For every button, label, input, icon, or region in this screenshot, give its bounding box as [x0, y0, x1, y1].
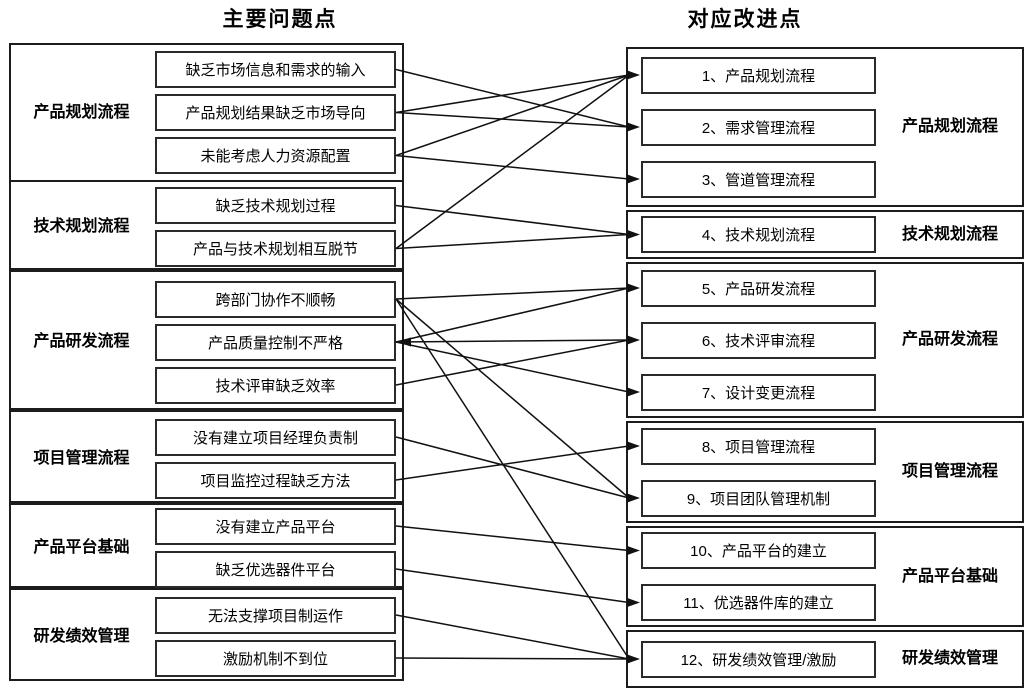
left-category-label: 产品研发流程 [33, 333, 130, 350]
problem-item: 激励机制不到位 [155, 639, 396, 677]
improvement-item: 8、项目管理流程 [641, 427, 876, 465]
right-category-label: 产品规划流程 [901, 118, 998, 135]
connector-line [395, 445, 630, 481]
right-category-label: 产品研发流程 [901, 331, 998, 348]
problem-item: 项目监控过程缺乏方法 [155, 461, 396, 499]
left-category-label: 产品规划流程 [33, 103, 130, 121]
problem-item: 未能考虑人力资源配置 [155, 137, 396, 174]
problem-item: 无法支撑项目制运作 [155, 596, 396, 634]
right-category-label: 项目管理流程 [901, 463, 998, 480]
improvement-item: 11、优选器件库的建立 [641, 584, 876, 621]
connector-line [395, 436, 630, 499]
improvement-item: 1、产品规划流程 [641, 56, 876, 94]
connector-line [395, 568, 630, 604]
left-category-label: 技术规划流程 [33, 218, 130, 235]
connector-line [395, 204, 630, 236]
connector-line [395, 68, 630, 128]
connector-line [395, 339, 630, 386]
improvement-item: 7、设计变更流程 [641, 373, 876, 411]
problem-item: 产品规划结果缺乏市场导向 [155, 94, 396, 131]
problem-item: 没有建立项目经理负责制 [155, 418, 396, 456]
connector-line [395, 525, 630, 552]
connector-line [395, 298, 630, 660]
connector-line [395, 614, 630, 660]
left-category-label: 项目管理流程 [33, 449, 130, 467]
improvement-item: 3、管道管理流程 [641, 160, 876, 198]
problem-item: 缺乏市场信息和需求的输入 [155, 51, 396, 88]
problem-item: 技术评审缺乏效率 [155, 366, 396, 404]
left-category-label: 产品平台基础 [33, 538, 130, 556]
improvement-item: 12、研发绩效管理/激励 [641, 640, 876, 678]
improvements-title: 对应改进点 [687, 8, 803, 31]
improvement-item: 6、技术评审流程 [641, 321, 876, 359]
problem-item: 缺乏优选器件平台 [155, 550, 396, 588]
improvement-item: 2、需求管理流程 [641, 108, 876, 146]
connector-line [395, 154, 630, 180]
problem-item: 产品质量控制不严格 [155, 323, 396, 361]
connector-line [395, 339, 630, 343]
improvement-item: 9、项目团队管理机制 [641, 479, 876, 517]
improvement-item: 4、技术规划流程 [641, 216, 876, 253]
improvement-item: 10、产品平台的建立 [641, 532, 876, 569]
connector-line [395, 233, 630, 250]
connector-line [395, 287, 630, 343]
connector-line [395, 111, 630, 128]
connector-line [395, 657, 630, 660]
connector-line [395, 298, 630, 499]
connector-line [395, 287, 630, 300]
problems-title: 主要问题点 [222, 8, 338, 31]
right-category-label: 产品平台基础 [901, 567, 998, 585]
left-category-label: 研发绩效管理 [33, 627, 130, 645]
right-category-label: 研发绩效管理 [901, 650, 998, 667]
problem-item: 没有建立产品平台 [155, 507, 396, 545]
connector-line [395, 74, 630, 250]
right-category-label: 技术规划流程 [901, 225, 998, 243]
improvement-item: 5、产品研发流程 [641, 269, 876, 307]
connector-line [395, 74, 630, 114]
connector-line [395, 74, 630, 157]
problem-item: 缺乏技术规划过程 [155, 187, 396, 224]
problem-item: 跨部门协作不顺畅 [155, 280, 396, 318]
connector-line [395, 341, 630, 393]
problem-item: 产品与技术规划相互脱节 [155, 230, 396, 267]
